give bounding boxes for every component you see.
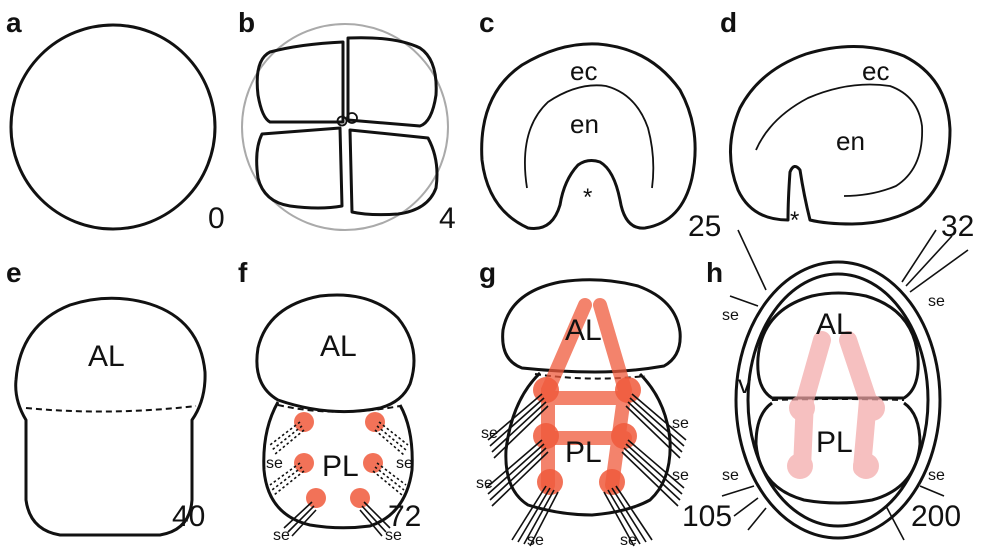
- blastomere-bottom-right: [350, 130, 437, 215]
- muscle-node: [599, 469, 625, 495]
- panel-c: c ec en * 25: [479, 7, 721, 243]
- endoderm-label: en: [836, 126, 865, 156]
- posterior-lobe-label: PL: [322, 450, 359, 483]
- posterior-lobe-label: PL: [565, 436, 602, 469]
- muscle-spot: [365, 412, 385, 432]
- blastomere-top-right: [348, 38, 436, 126]
- setae-label: se: [481, 425, 498, 442]
- setae-label: se: [266, 455, 283, 472]
- larval-shell-outer: [736, 262, 940, 538]
- setae-label: se: [722, 467, 739, 484]
- setae-label: se: [928, 467, 945, 484]
- zygote-outline: [11, 25, 215, 229]
- panel-d-letter: d: [720, 7, 737, 38]
- ectoderm-label: ec: [570, 56, 597, 86]
- setae-label: se: [273, 527, 290, 544]
- setae-label: se: [928, 293, 945, 310]
- panel-f-stage: 72: [388, 500, 421, 533]
- panel-h: h AL PL v se se se: [706, 230, 968, 540]
- panel-b-stage: 4: [439, 202, 456, 235]
- blastopore-marker: *: [583, 184, 592, 211]
- panel-b-letter: b: [238, 7, 255, 38]
- panel-b: b 4: [238, 7, 456, 235]
- panel-g-stage: 105: [682, 500, 732, 533]
- posterior-lobe-label: PL: [816, 426, 853, 459]
- setae-label: se: [620, 532, 637, 547]
- panel-a-stage: 0: [208, 202, 225, 235]
- panel-e-stage: 40: [172, 500, 205, 533]
- muscle-node: [537, 469, 563, 495]
- apical-lobe-label: AL: [88, 340, 125, 373]
- muscle-node: [853, 453, 879, 479]
- lobe-boundary: [26, 406, 196, 412]
- panel-d: d ec en * 32: [720, 7, 974, 243]
- apical-lobe-label: AL: [816, 308, 853, 341]
- setae-label: se: [527, 532, 544, 547]
- setae-bundles: [486, 394, 686, 546]
- apical-lobe-label: AL: [320, 330, 357, 363]
- blastopore-marker: *: [790, 207, 799, 234]
- setae-label: se: [476, 475, 493, 492]
- setae-label: se: [396, 455, 413, 472]
- panel-h-stage: 200: [911, 500, 961, 533]
- panel-g-letter: g: [479, 257, 496, 288]
- muscle-node: [859, 395, 885, 421]
- panel-a-letter: a: [6, 7, 22, 38]
- setae-label: se: [672, 467, 689, 484]
- endoderm-label: en: [570, 109, 599, 139]
- panel-c-letter: c: [479, 7, 495, 38]
- panel-a: a 0: [6, 7, 225, 235]
- setae-label: se: [672, 415, 689, 432]
- apical-lobe-label: AL: [565, 314, 602, 347]
- velum-label: v: [738, 369, 751, 399]
- muscle-node: [789, 395, 815, 421]
- panel-f: f: [238, 257, 421, 544]
- long-setae: [722, 230, 968, 540]
- panel-f-letter: f: [238, 257, 248, 288]
- blastomere-top-left: [257, 42, 343, 122]
- setae-label: se: [722, 307, 739, 324]
- panel-c-stage: 25: [688, 210, 721, 243]
- panel-e-letter: e: [6, 257, 22, 288]
- blastomere-bottom-left: [257, 128, 342, 208]
- muscle-node: [787, 453, 813, 479]
- panel-e: e AL 40: [6, 257, 205, 535]
- panel-h-letter: h: [706, 257, 723, 288]
- panel-d-stage: 32: [941, 210, 974, 243]
- panel-g: g: [476, 257, 732, 547]
- ectoderm-label: ec: [862, 56, 889, 86]
